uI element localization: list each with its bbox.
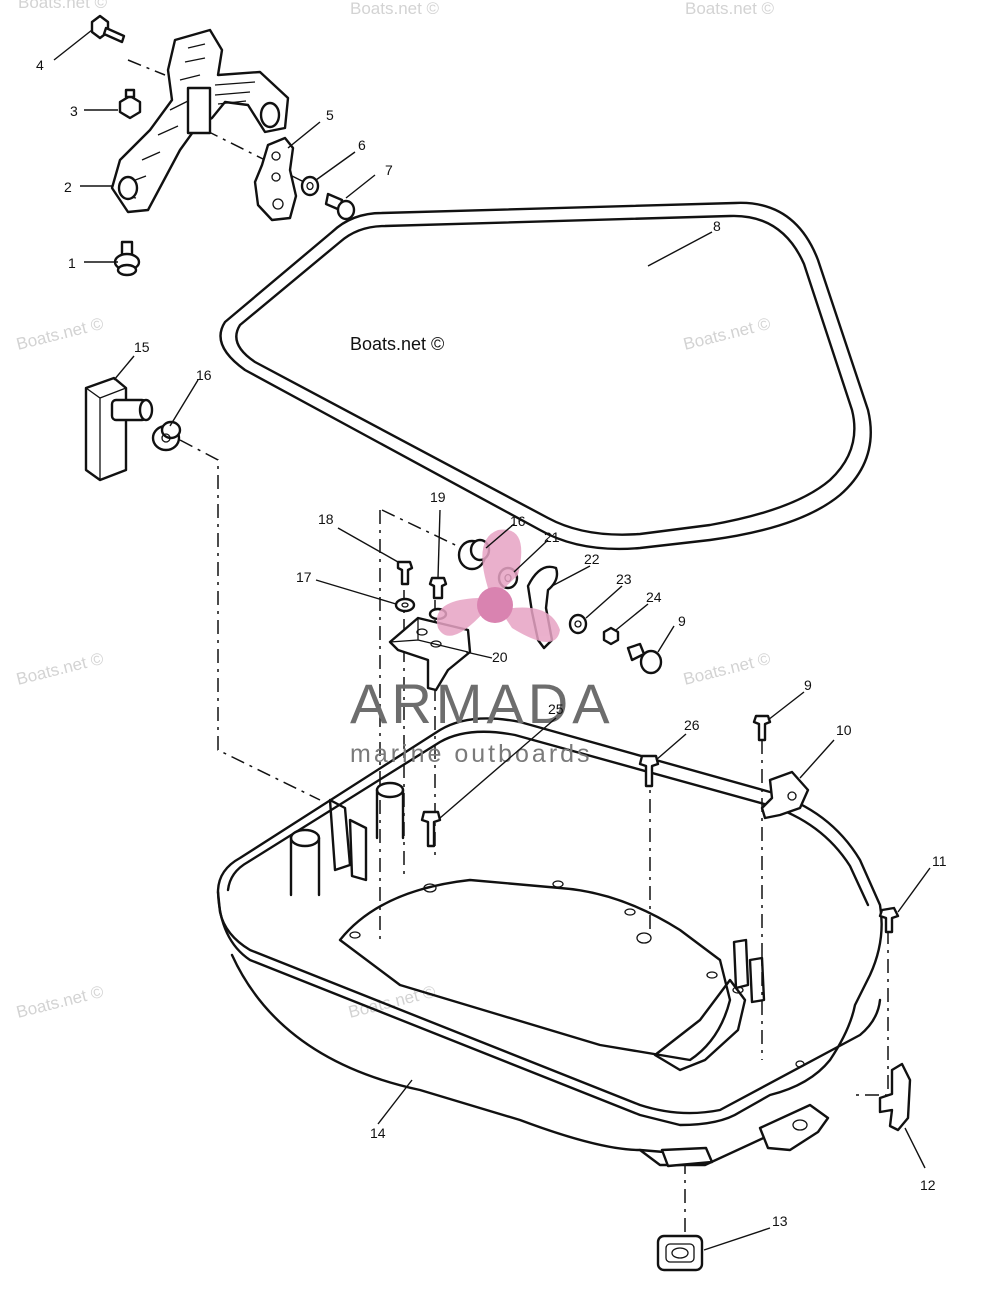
seal-part-8: Boats.net © [219, 201, 872, 551]
watermark-text: Boats.net © [681, 649, 772, 689]
callout-12: 12 [920, 1177, 936, 1193]
callout-14: 14 [370, 1125, 386, 1141]
screw-part-4 [90, 14, 126, 44]
brand-name: ARMADA [350, 672, 614, 735]
washer-part-23 [568, 613, 588, 635]
latch-part-5 [253, 136, 298, 222]
callout-10: 10 [836, 722, 852, 738]
callout-3: 3 [70, 103, 78, 119]
washer-part-6 [300, 175, 320, 197]
watermark-text: Boats.net © [681, 314, 772, 354]
callout-8: 8 [713, 218, 721, 234]
rubber-mount-part-15 [84, 376, 154, 482]
callout-25: 25 [548, 701, 564, 717]
callout-21: 21 [544, 529, 560, 545]
propeller-icon [436, 529, 560, 643]
screw-part-25 [420, 810, 442, 848]
bolt-part-9-upper [626, 642, 663, 675]
callout-26: 26 [684, 717, 700, 733]
washer-part-17 [394, 597, 416, 613]
callout-labels: 1 2 3 4 5 6 7 8 9 9 10 11 12 13 14 15 16… [36, 57, 947, 1229]
callout-6: 6 [358, 137, 366, 153]
brand-tagline: marine outboards [350, 740, 593, 768]
leader-lines [53, 29, 931, 1251]
callout-1: 1 [68, 255, 76, 271]
armada-logo: ARMADA marine outboards [350, 529, 614, 768]
callout-17: 17 [296, 569, 312, 585]
callout-7: 7 [385, 162, 393, 178]
watermark-text: Boats.net © [14, 982, 105, 1022]
watermark-text: Boats.net © [350, 0, 440, 18]
callout-9-upper: 9 [678, 613, 686, 629]
nut-part-3 [118, 88, 142, 120]
callout-4: 4 [36, 57, 44, 73]
callout-13: 13 [772, 1213, 788, 1229]
screw-part-11 [878, 906, 900, 934]
watermark-text: Boats.net © [14, 649, 105, 689]
bottom-cowl-part-14 [216, 717, 883, 1168]
callout-20: 20 [492, 649, 508, 665]
callout-19: 19 [430, 489, 446, 505]
callout-9-lower: 9 [804, 677, 812, 693]
callout-15: 15 [134, 339, 150, 355]
callout-16-left: 16 [196, 367, 212, 383]
callout-23: 23 [616, 571, 632, 587]
callout-5: 5 [326, 107, 334, 123]
grommet-part-16-left [151, 420, 182, 452]
bracket-part-12 [878, 1062, 912, 1132]
bolt-part-7 [324, 192, 356, 221]
callout-11: 11 [932, 853, 947, 869]
watermark-text: Boats.net © [18, 0, 108, 12]
callout-2: 2 [64, 179, 72, 195]
bracket-assembly [90, 14, 356, 277]
bracket-part-10 [760, 770, 810, 820]
screw-part-18 [396, 560, 414, 586]
grommet-part-13 [656, 1234, 704, 1272]
watermark-text: Boats.net © [14, 314, 105, 354]
callout-16-right: 16 [510, 513, 526, 529]
copyright-label: Boats.net © [350, 334, 444, 354]
screw-part-1 [113, 240, 141, 277]
nut-part-24 [602, 626, 620, 646]
screw-part-9-lower [752, 714, 772, 742]
callout-18: 18 [318, 511, 334, 527]
callout-24: 24 [646, 589, 662, 605]
watermark-text: Boats.net © [685, 0, 775, 18]
callout-22: 22 [584, 551, 600, 567]
